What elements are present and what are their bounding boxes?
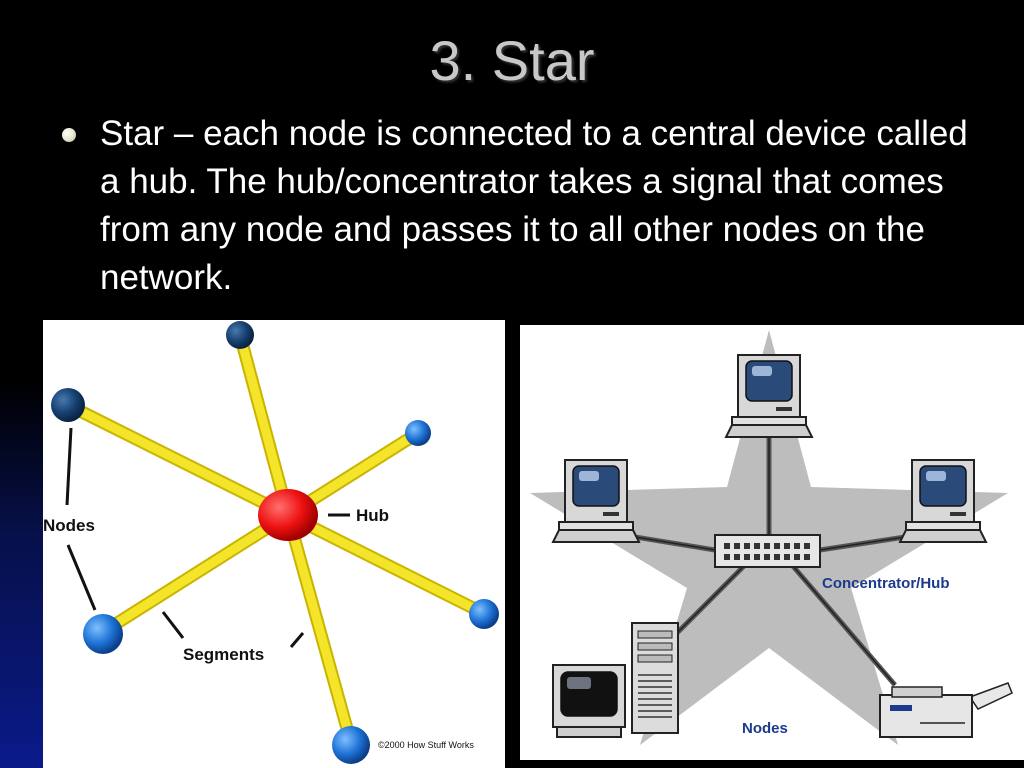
computer-right [898,459,988,543]
slide-title: 3. Star [429,29,595,92]
bullet-text: Star – each node is connected to a centr… [100,114,968,297]
star-topology-illustration: Hub Nodes Segments ©2000 How Stuff Works [43,320,505,768]
computer-top [724,354,814,438]
nodes-label: Nodes [43,516,95,535]
server-tower [631,622,679,734]
copyright-text: ©2000 How Stuff Works [378,740,474,750]
computer-left [551,459,641,543]
segments-label: Segments [183,645,264,664]
node [51,388,85,422]
node [405,420,431,446]
concentrator-label: Concentrator/Hub [822,575,950,592]
node [469,599,499,629]
bullet-icon [62,128,76,142]
nodes-label-right: Nodes [742,720,788,737]
node [332,726,370,764]
printer [879,682,1013,738]
node [83,614,123,654]
computer-bottom-left [552,664,626,738]
star-network-diagram: Concentrator/Hub Nodes [520,325,1024,760]
hub [258,489,318,541]
node [226,321,254,349]
hub-label: Hub [356,506,389,525]
concentrator-hub [714,534,821,568]
